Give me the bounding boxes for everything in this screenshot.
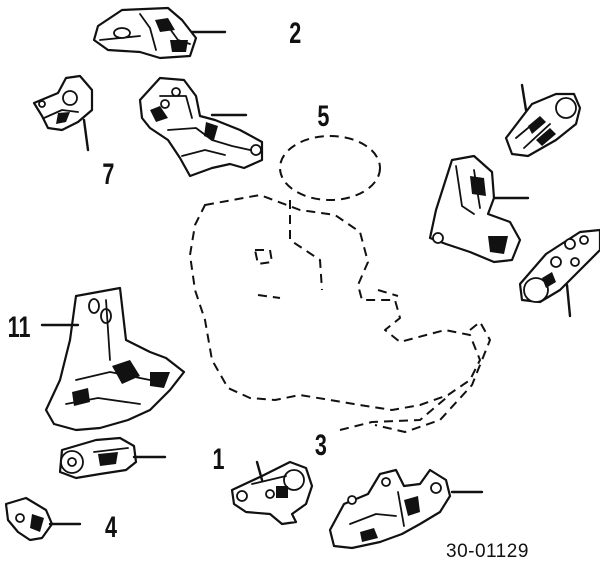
part-11-transmission-mount-bracket bbox=[44, 286, 186, 432]
part-1-insulator bbox=[58, 436, 138, 480]
leader-3 bbox=[255, 460, 264, 482]
part-2-engine-mount-bracket bbox=[92, 6, 198, 60]
callout-11: 11 bbox=[8, 309, 31, 343]
leader-10 bbox=[520, 83, 528, 112]
part-10-insulator bbox=[504, 92, 582, 158]
part-6-transmission-mount bbox=[328, 468, 452, 550]
callout-5: 5 bbox=[317, 98, 329, 132]
part-7-mount-bracket bbox=[32, 74, 94, 132]
part-9-engine-mount bbox=[518, 228, 600, 304]
part-8-mount-bracket bbox=[428, 154, 522, 264]
diagram-code: 30-01129 bbox=[446, 541, 529, 562]
part-3-insulator bbox=[230, 460, 314, 526]
callout-7: 7 bbox=[102, 156, 114, 190]
leader-9 bbox=[565, 283, 572, 318]
part-4-bracket bbox=[4, 496, 54, 542]
callout-4: 4 bbox=[105, 509, 117, 543]
callout-3: 3 bbox=[315, 427, 327, 461]
callout-1: 1 bbox=[212, 441, 224, 475]
callout-2: 2 bbox=[289, 15, 301, 49]
leader-7 bbox=[82, 118, 90, 152]
part-5-mount-bracket bbox=[138, 76, 264, 178]
engine-outline-dashed bbox=[189, 135, 491, 433]
